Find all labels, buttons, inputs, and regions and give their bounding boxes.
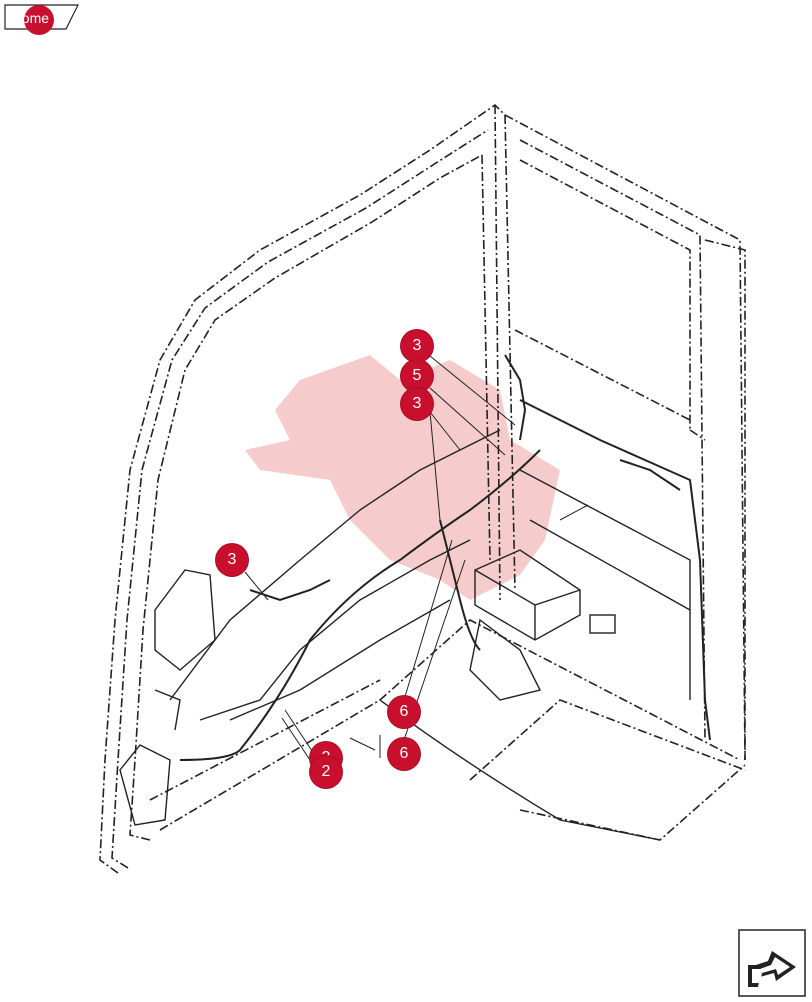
home-tab-dot [24, 5, 54, 35]
callout-3[interactable]: 3 [216, 544, 248, 576]
wiring-harness [179, 354, 711, 761]
home-label: home [14, 10, 50, 26]
callout-3[interactable]: 3 [401, 388, 433, 420]
callout-2[interactable]: 2 [310, 756, 342, 788]
next-page-arrow-icon [738, 929, 806, 997]
next-page-button[interactable] [738, 929, 806, 997]
cab-frame [99, 103, 746, 874]
callout-3[interactable]: 3 [401, 330, 433, 362]
leader-lines [244, 355, 589, 773]
home-tab[interactable]: home [4, 4, 80, 35]
control-unit [469, 549, 616, 701]
left-console [119, 569, 216, 826]
interior-panel [169, 429, 691, 841]
callout-5[interactable]: 5 [401, 360, 433, 392]
callout-6[interactable]: 6 [388, 738, 420, 770]
callout-6[interactable]: 6 [388, 696, 420, 728]
watermark-logo [245, 355, 560, 600]
